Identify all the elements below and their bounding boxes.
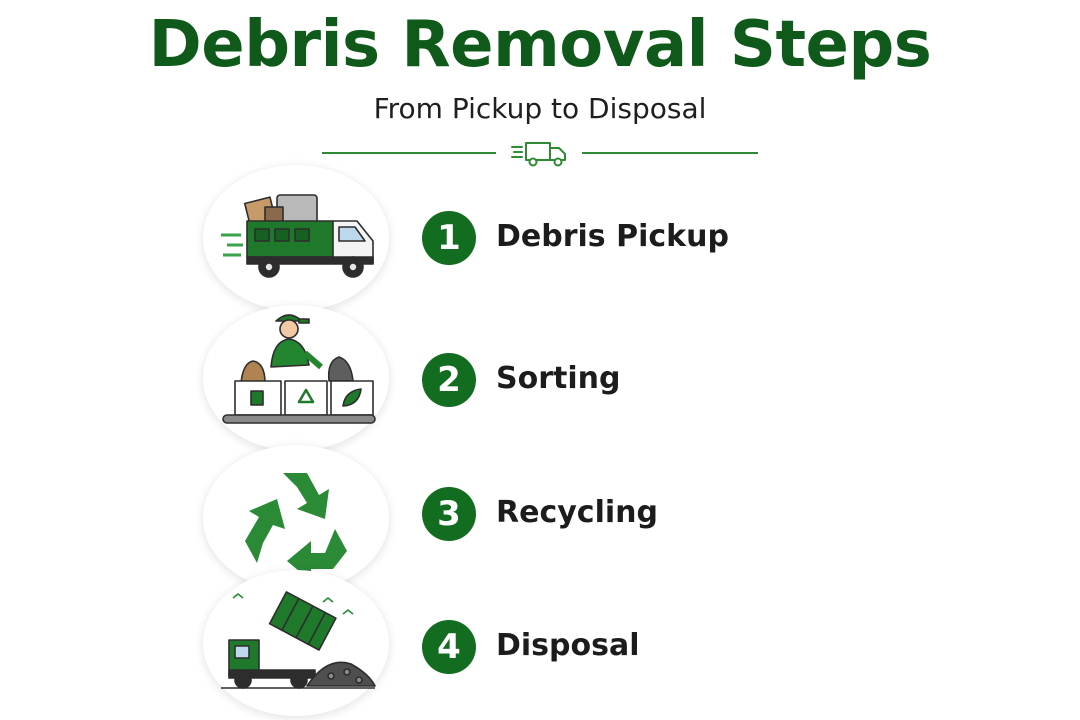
step-2-illustration bbox=[203, 305, 389, 451]
delivery-truck-icon bbox=[511, 142, 566, 167]
dump-truck-unloading-icon bbox=[221, 591, 376, 689]
recycle-arrows-icon bbox=[245, 473, 347, 581]
step-3-label: Recycling bbox=[496, 495, 658, 530]
step-1-label: Debris Pickup bbox=[496, 219, 729, 254]
step-1-illustration bbox=[203, 165, 389, 311]
step-4-label: Disposal bbox=[496, 628, 640, 663]
step-4-badge: 4 bbox=[422, 620, 476, 674]
header-divider bbox=[322, 138, 758, 168]
divider-line-right bbox=[582, 152, 758, 154]
step-3-illustration bbox=[203, 445, 389, 591]
page-subtitle: From Pickup to Disposal bbox=[373, 92, 707, 125]
divider-line-left bbox=[322, 152, 496, 154]
step-4-illustration bbox=[203, 570, 389, 716]
step-2-label: Sorting bbox=[496, 361, 621, 396]
step-3-badge: 3 bbox=[422, 487, 476, 541]
worker-sorting-bins-icon bbox=[222, 314, 376, 424]
step-2-badge: 2 bbox=[422, 353, 476, 407]
page-title: Debris Removal Steps bbox=[148, 8, 932, 82]
step-1-badge: 1 bbox=[422, 211, 476, 265]
dump-truck-loaded-icon bbox=[221, 194, 374, 278]
